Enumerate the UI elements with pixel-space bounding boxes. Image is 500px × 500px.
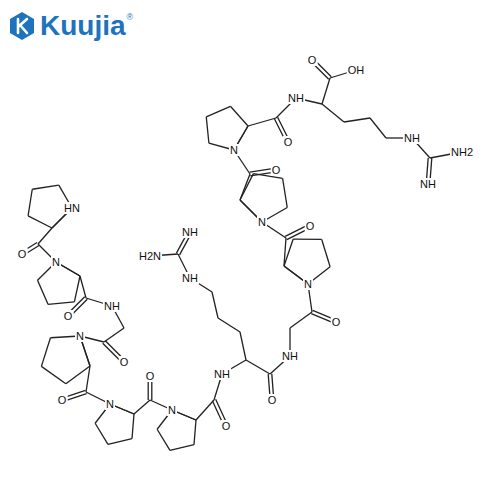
bond-line: [38, 280, 49, 304]
bond-line: [38, 228, 52, 244]
bond-line: [212, 292, 218, 318]
bond-line: [283, 178, 288, 207]
bond-line: [28, 216, 52, 228]
atom-label: O: [119, 356, 130, 368]
bond-line: [196, 400, 214, 420]
bond-line: [240, 174, 253, 200]
bond-line: [284, 239, 293, 266]
bond-line: [80, 276, 86, 298]
bond-line: [157, 429, 170, 450]
bond-line: [322, 78, 330, 104]
atom-label: NH: [403, 132, 421, 144]
bond-line: [322, 239, 330, 266]
bond-line: [246, 360, 270, 374]
atom-label: O: [63, 310, 74, 322]
bond-line: [322, 104, 344, 122]
bond-line: [370, 118, 386, 138]
bond-line: [230, 106, 248, 126]
atom-label: NH: [281, 350, 299, 362]
atom-label: N: [303, 278, 313, 290]
atom-label: O: [283, 136, 294, 148]
registered-mark: ®: [127, 12, 134, 22]
bond-line: [66, 366, 90, 384]
bond-line: [41, 366, 65, 383]
bond-line: [48, 302, 74, 305]
atom-label: NH: [181, 226, 199, 238]
logo-wordmark: Kuujia: [40, 11, 126, 41]
atom-label: N: [105, 398, 115, 410]
atom-label: O: [307, 54, 318, 66]
atom-label: O: [57, 394, 68, 406]
bond-line: [41, 338, 50, 367]
bond-line: [218, 318, 240, 332]
atom-label: NH: [419, 178, 437, 190]
atom-label: NH: [213, 368, 231, 380]
bond-line: [344, 118, 370, 122]
bond-line: [290, 312, 312, 328]
bond-line: [28, 189, 32, 216]
atom-label: NH: [287, 92, 305, 104]
bond-lines: [21, 59, 462, 451]
atom-label: O: [267, 394, 278, 406]
bond-line: [248, 118, 276, 126]
atom-label: N: [75, 330, 85, 342]
bond-line: [240, 332, 246, 360]
bond-line: [170, 445, 194, 451]
atom-label: NH: [103, 300, 121, 312]
atom-label: N: [257, 216, 267, 228]
bond-line: [134, 400, 150, 414]
bond-line: [86, 366, 90, 392]
atom-label: OH: [347, 64, 366, 76]
atom-label: HN: [63, 202, 81, 214]
atom-label: NH: [181, 272, 199, 284]
bond-line: [206, 117, 209, 143]
atom-label: O: [271, 164, 282, 176]
logo-hexagon: [10, 12, 34, 40]
atom-label: NH2: [450, 146, 474, 158]
bond-line: [95, 423, 108, 444]
bond-line: [293, 238, 321, 240]
atom-label: O: [145, 370, 156, 382]
atom-label: H2N: [138, 250, 162, 262]
atom-label: O: [221, 420, 232, 432]
atom-label: N: [51, 256, 61, 268]
atom-label: N: [167, 404, 177, 416]
atom-label: O: [305, 220, 316, 232]
atom-label: N: [229, 144, 239, 156]
logo-k-mark: [18, 19, 27, 33]
bond-line: [104, 328, 124, 342]
atom-label: O: [17, 248, 28, 260]
bond-line: [74, 276, 80, 302]
bond-line: [32, 185, 59, 189]
atom-label: O: [331, 316, 342, 328]
bond-line: [108, 439, 132, 445]
logo-icon: [10, 12, 34, 40]
bond-line: [206, 106, 230, 117]
bond-line: [194, 420, 196, 445]
bond-line: [132, 414, 134, 439]
